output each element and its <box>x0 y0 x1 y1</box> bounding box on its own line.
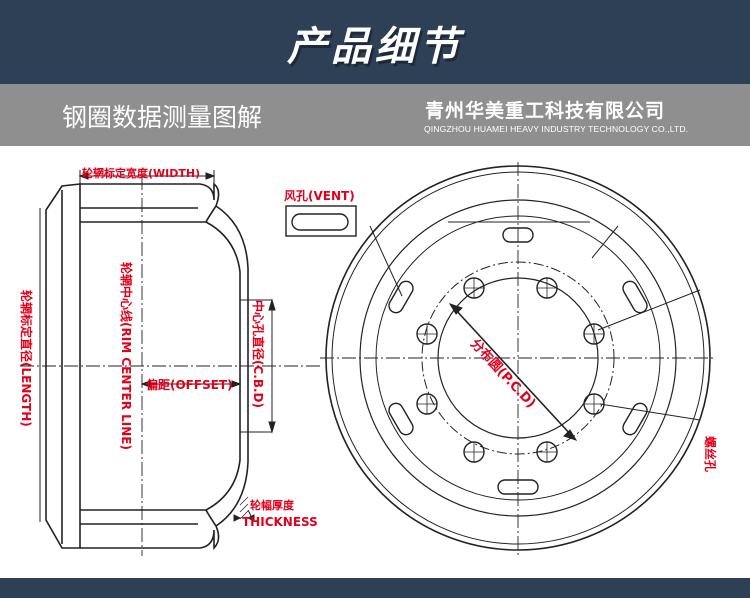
company-name-cn: 青州华美重工科技有限公司 <box>425 100 666 122</box>
thickness-leader <box>233 509 255 522</box>
width-dimension <box>78 170 216 184</box>
banner-title: 产品细节 <box>287 24 463 70</box>
width-label: 轮辋标定宽度(WIDTH) <box>82 166 200 180</box>
thickness-label-cn: 轮幅厚度 <box>250 498 295 512</box>
pcd-label: 分布圆(P.C.D) <box>467 336 539 411</box>
title-banner <box>0 0 750 84</box>
offset-label: 偏距(OFFSET) <box>146 377 233 392</box>
company-name-en: QINGZHOU HUAMEI HEAVY INDUSTRY TECHNOLOG… <box>424 124 689 134</box>
subheader-title: 钢圈数据测量图解 <box>62 103 263 132</box>
cbd-label: 中心孔直径(C.B.D) <box>251 300 266 408</box>
subheader-bar <box>0 84 750 146</box>
footer-bar <box>0 578 750 598</box>
length-label: 轮辋标定直径(LENGTH) <box>19 290 34 427</box>
rim-center-label: 轮辋中心线(RIM CENTER LINE) <box>119 262 134 450</box>
thickness-label-en: THICKNESS <box>242 515 318 529</box>
rim-face-view <box>320 162 716 556</box>
cbd-dimension <box>268 298 276 434</box>
bolt-hole-label: 螺丝孔 <box>703 436 718 472</box>
offset-dimension <box>140 380 242 388</box>
vent-icon <box>285 205 357 237</box>
vent-label: 风孔(VENT) <box>284 189 355 203</box>
